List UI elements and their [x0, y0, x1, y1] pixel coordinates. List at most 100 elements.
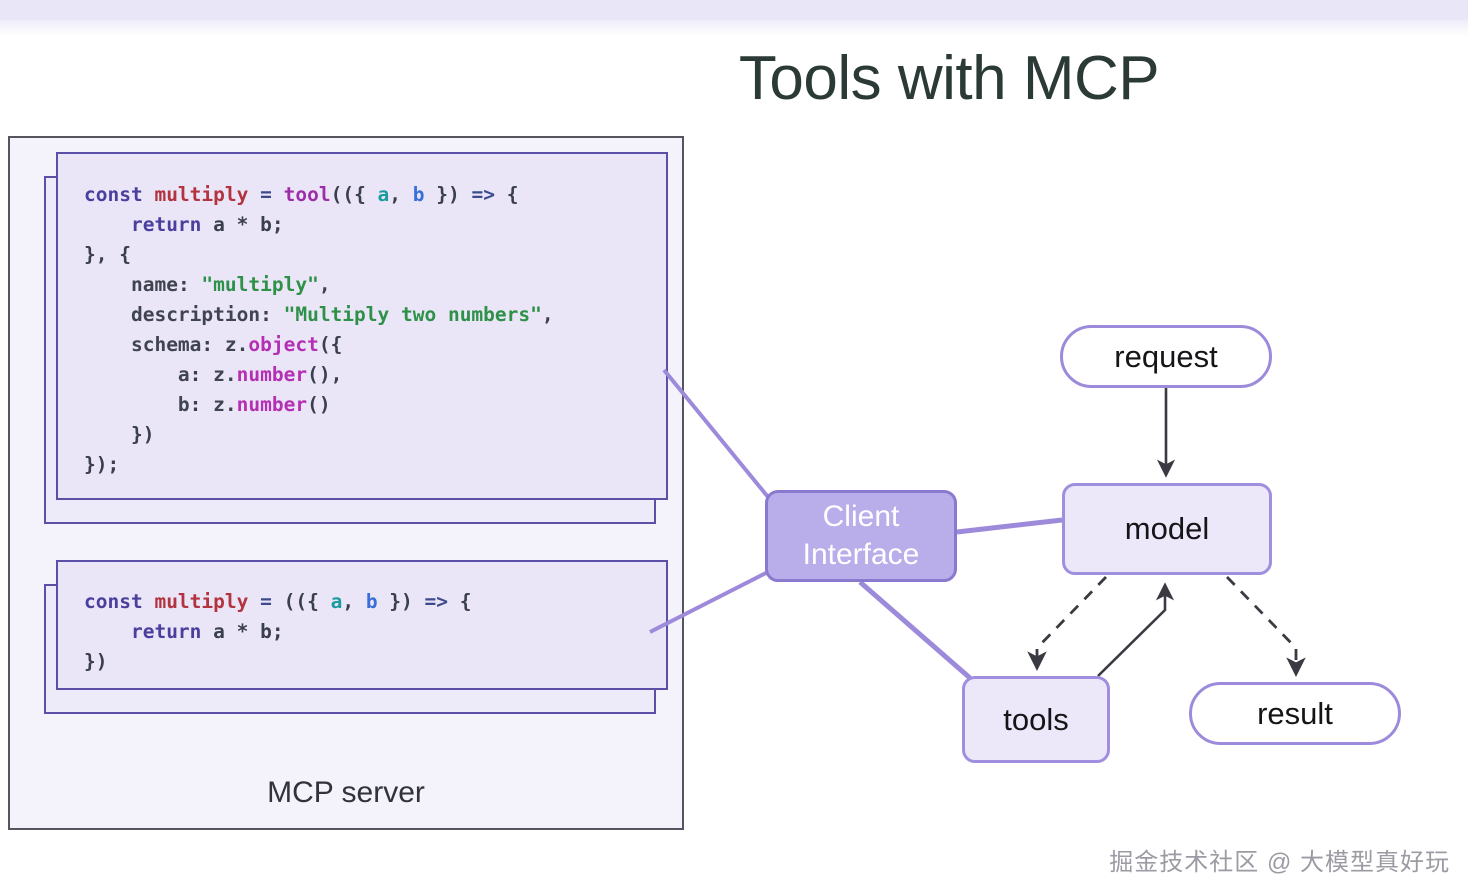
code-token [84, 333, 131, 356]
code-token: : [189, 363, 214, 386]
top-decorative-strip [0, 0, 1468, 20]
code-token: : [189, 393, 214, 416]
code-token [84, 303, 131, 326]
node-label-request: request [1114, 338, 1218, 374]
code-token: = [248, 590, 284, 613]
code-token: name [130, 273, 178, 296]
code-token: : [260, 303, 284, 326]
code-token: }) [84, 650, 108, 673]
code-token: multiply [154, 590, 249, 613]
code-token: const [84, 590, 155, 613]
code-token: (), [307, 363, 343, 386]
code-token: a [377, 183, 390, 206]
diagram-node-result[interactable]: result [1189, 682, 1401, 745]
code-token: number [236, 393, 308, 416]
code-token: description [130, 303, 261, 326]
diagram-node-tools[interactable]: tools [962, 676, 1110, 763]
code-token: tool [283, 183, 331, 206]
code-token: { [459, 590, 472, 613]
diagram-node-model[interactable]: model [1062, 483, 1272, 575]
code-line: b: z.number() [84, 390, 666, 420]
edge-model-to-result [1225, 576, 1306, 677]
code-token: z. [224, 333, 249, 356]
code-token: return [130, 620, 202, 643]
code-token: const [84, 183, 155, 206]
code-token: (({ [283, 590, 331, 613]
edge-tools-to-model [1097, 582, 1175, 677]
code-token: }) [377, 590, 425, 613]
code-token [84, 213, 131, 236]
code-token: return [130, 213, 202, 236]
edge-client-to-model [956, 517, 1063, 535]
code-token: { [506, 183, 519, 206]
code-line: }, { [84, 240, 666, 270]
code-token: a [330, 590, 343, 613]
code-token: multiply [154, 183, 249, 206]
code-token: (( [330, 183, 355, 206]
code-line: return a * b; [84, 617, 666, 647]
code-token: }, { [84, 243, 131, 266]
page-title-text: Tools with MCP [738, 44, 1160, 113]
node-label-tools: tools [1003, 701, 1069, 737]
code-line: }); [84, 450, 666, 480]
code-token: () [307, 393, 331, 416]
code-token: object [248, 333, 319, 356]
code-token: : [177, 273, 202, 296]
code-token: b [365, 590, 378, 613]
diagram-node-request[interactable]: request [1060, 325, 1272, 388]
code-token: a [177, 363, 190, 386]
node-label-result: result [1257, 695, 1333, 731]
code-token: ({ [318, 333, 343, 356]
code-token [84, 620, 131, 643]
page-title: Tools with MCP [0, 43, 1468, 114]
code-token: b [177, 393, 190, 416]
client-label-line-2: Interface [802, 538, 920, 571]
code-token: , [318, 273, 331, 296]
code-token: schema [130, 333, 202, 356]
code-token [84, 393, 178, 416]
code-token: , [342, 590, 366, 613]
code-token: b [412, 183, 425, 206]
code-card-stack-plain-function: const multiply = (({ a, b }) => { return… [44, 560, 684, 720]
code-token: "Multiply two numbers" [283, 303, 542, 326]
client-label-line-1: Client [822, 500, 900, 533]
code-token: }); [84, 453, 120, 476]
code-token: }) [424, 183, 472, 206]
code-token: { [354, 183, 378, 206]
diagram-edges [858, 388, 1306, 680]
code-snippet-tool-definition: const multiply = tool(({ a, b }) => { re… [58, 154, 666, 480]
code-snippet-plain-function: const multiply = (({ a, b }) => { return… [58, 562, 666, 677]
code-token: : [201, 333, 225, 356]
mcp-server-label: MCP server [267, 776, 425, 809]
code-line: const multiply = tool(({ a, b }) => { [84, 180, 666, 210]
code-card-stack-tool-definition: const multiply = tool(({ a, b }) => { re… [44, 152, 684, 527]
node-label-model: model [1124, 511, 1210, 546]
code-token [84, 273, 131, 296]
code-card-front-layer[interactable]: const multiply = (({ a, b }) => { return… [56, 560, 668, 690]
code-line: }) [84, 647, 666, 677]
code-line: const multiply = (({ a, b }) => { [84, 587, 666, 617]
code-token: number [236, 363, 308, 386]
code-token: }) [84, 423, 155, 446]
code-line: description: "Multiply two numbers", [84, 300, 666, 330]
code-token: a * b; [201, 213, 284, 236]
code-token: => [471, 183, 507, 206]
code-line: a: z.number(), [84, 360, 666, 390]
code-token: z. [213, 363, 237, 386]
code-token: => [424, 590, 460, 613]
code-token: , [389, 183, 413, 206]
code-line: return a * b; [84, 210, 666, 240]
code-card-front-layer[interactable]: const multiply = tool(({ a, b }) => { re… [56, 152, 668, 500]
code-token: z. [213, 393, 237, 416]
code-line: schema: z.object({ [84, 330, 666, 360]
code-line: name: "multiply", [84, 270, 666, 300]
top-strip-fade [0, 20, 1468, 36]
code-token: a * b; [201, 620, 284, 643]
edge-model-to-tools [1027, 576, 1108, 671]
code-token [84, 363, 178, 386]
code-token: "multiply" [201, 273, 319, 296]
code-line: }) [84, 420, 666, 450]
